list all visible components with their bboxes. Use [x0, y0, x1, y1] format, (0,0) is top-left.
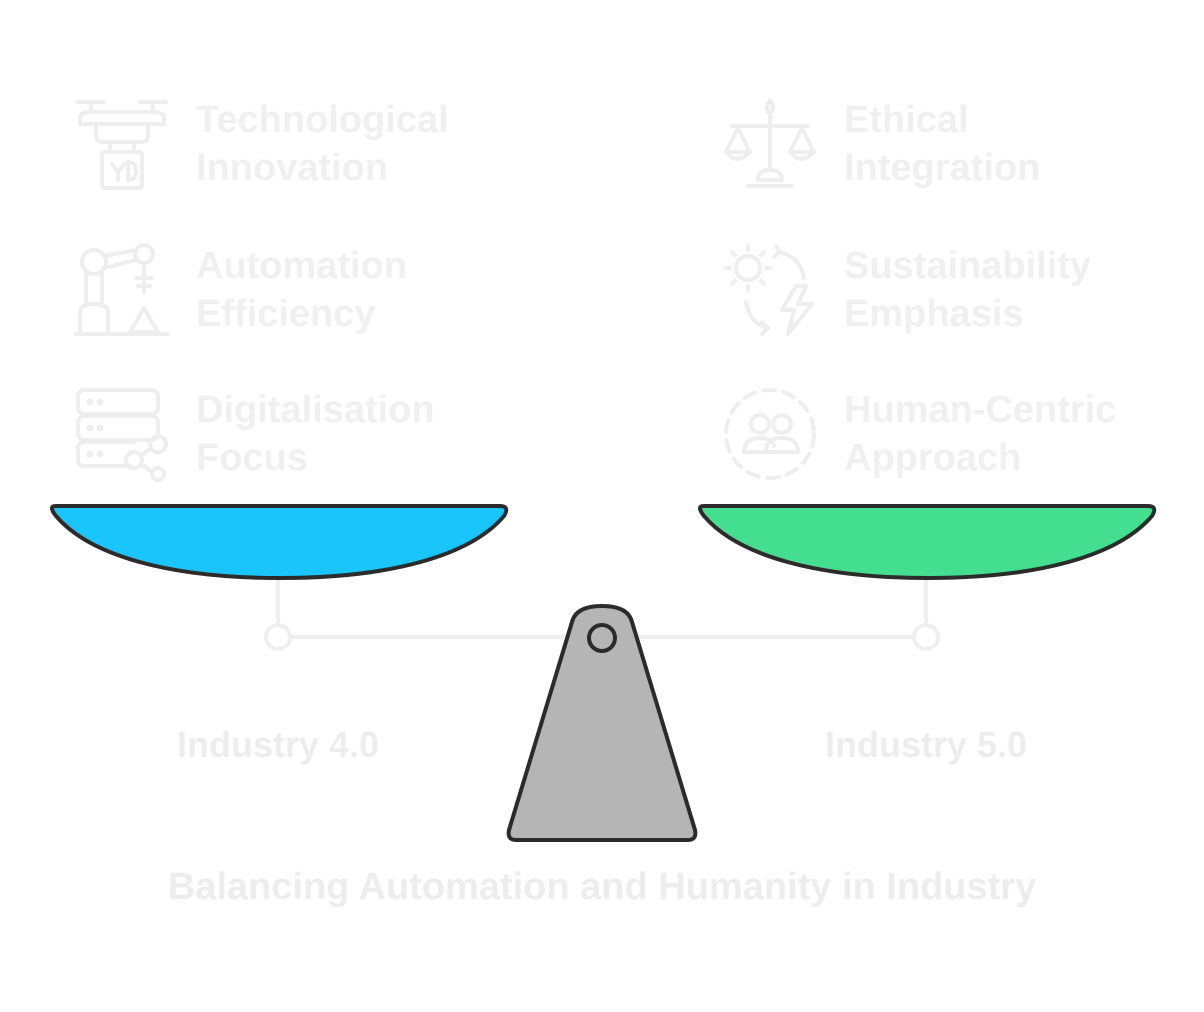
right-item-sustainability-emphasis: Sustainability Emphasis	[722, 242, 1091, 338]
server-network-icon	[76, 388, 168, 482]
right-item-text: Ethical Integration	[844, 96, 1040, 192]
item-title-line2: Efficiency	[196, 293, 376, 335]
item-title-line1: Human-Centric	[844, 389, 1117, 431]
drone-icon	[76, 100, 168, 190]
item-title-line1: Ethical	[844, 99, 969, 141]
item-title-line1: Technological	[196, 99, 449, 141]
left-side-label: Industry 4.0	[176, 724, 380, 765]
item-title-line1: Sustainability	[844, 245, 1092, 287]
item-title-line2: Emphasis	[844, 293, 1024, 335]
left-pivot	[264, 623, 292, 651]
right-item-text: Human-Centric Approach	[844, 386, 1116, 482]
item-title-line1: Digitalisation	[196, 389, 435, 431]
left-item-technological-innovation: Technological Innovation	[74, 96, 449, 192]
left-item-text: Technological Innovation	[196, 96, 449, 192]
diagram-caption: Balancing Automation and Humanity in Ind…	[167, 866, 1037, 908]
right-pan	[698, 504, 1157, 580]
item-title-line2: Integration	[844, 147, 1041, 189]
item-title-line2: Approach	[844, 437, 1022, 479]
item-title-line1: Automation	[196, 245, 408, 287]
right-pivot	[912, 623, 940, 651]
balance-scale-icon	[724, 98, 816, 188]
item-title-line2: Focus	[196, 437, 308, 479]
robot-arm-icon	[74, 243, 170, 336]
left-pan	[50, 504, 509, 580]
left-item-digitalisation-focus: Digitalisation Focus	[74, 386, 435, 482]
sun-energy-cycle-icon	[724, 244, 814, 336]
left-item-text: Automation Efficiency	[196, 242, 407, 338]
item-title-line2: Innovation	[196, 147, 389, 189]
right-item-text: Sustainability Emphasis	[844, 242, 1091, 338]
right-item-human-centric-approach: Human-Centric Approach	[722, 386, 1116, 482]
fulcrum-pin	[587, 623, 617, 653]
fulcrum	[506, 604, 698, 842]
right-item-ethical-integration: Ethical Integration	[722, 96, 1040, 192]
people-group-icon	[724, 388, 816, 480]
left-item-text: Digitalisation Focus	[196, 386, 435, 482]
left-item-automation-efficiency: Automation Efficiency	[74, 242, 407, 338]
right-side-label: Industry 5.0	[824, 724, 1028, 765]
